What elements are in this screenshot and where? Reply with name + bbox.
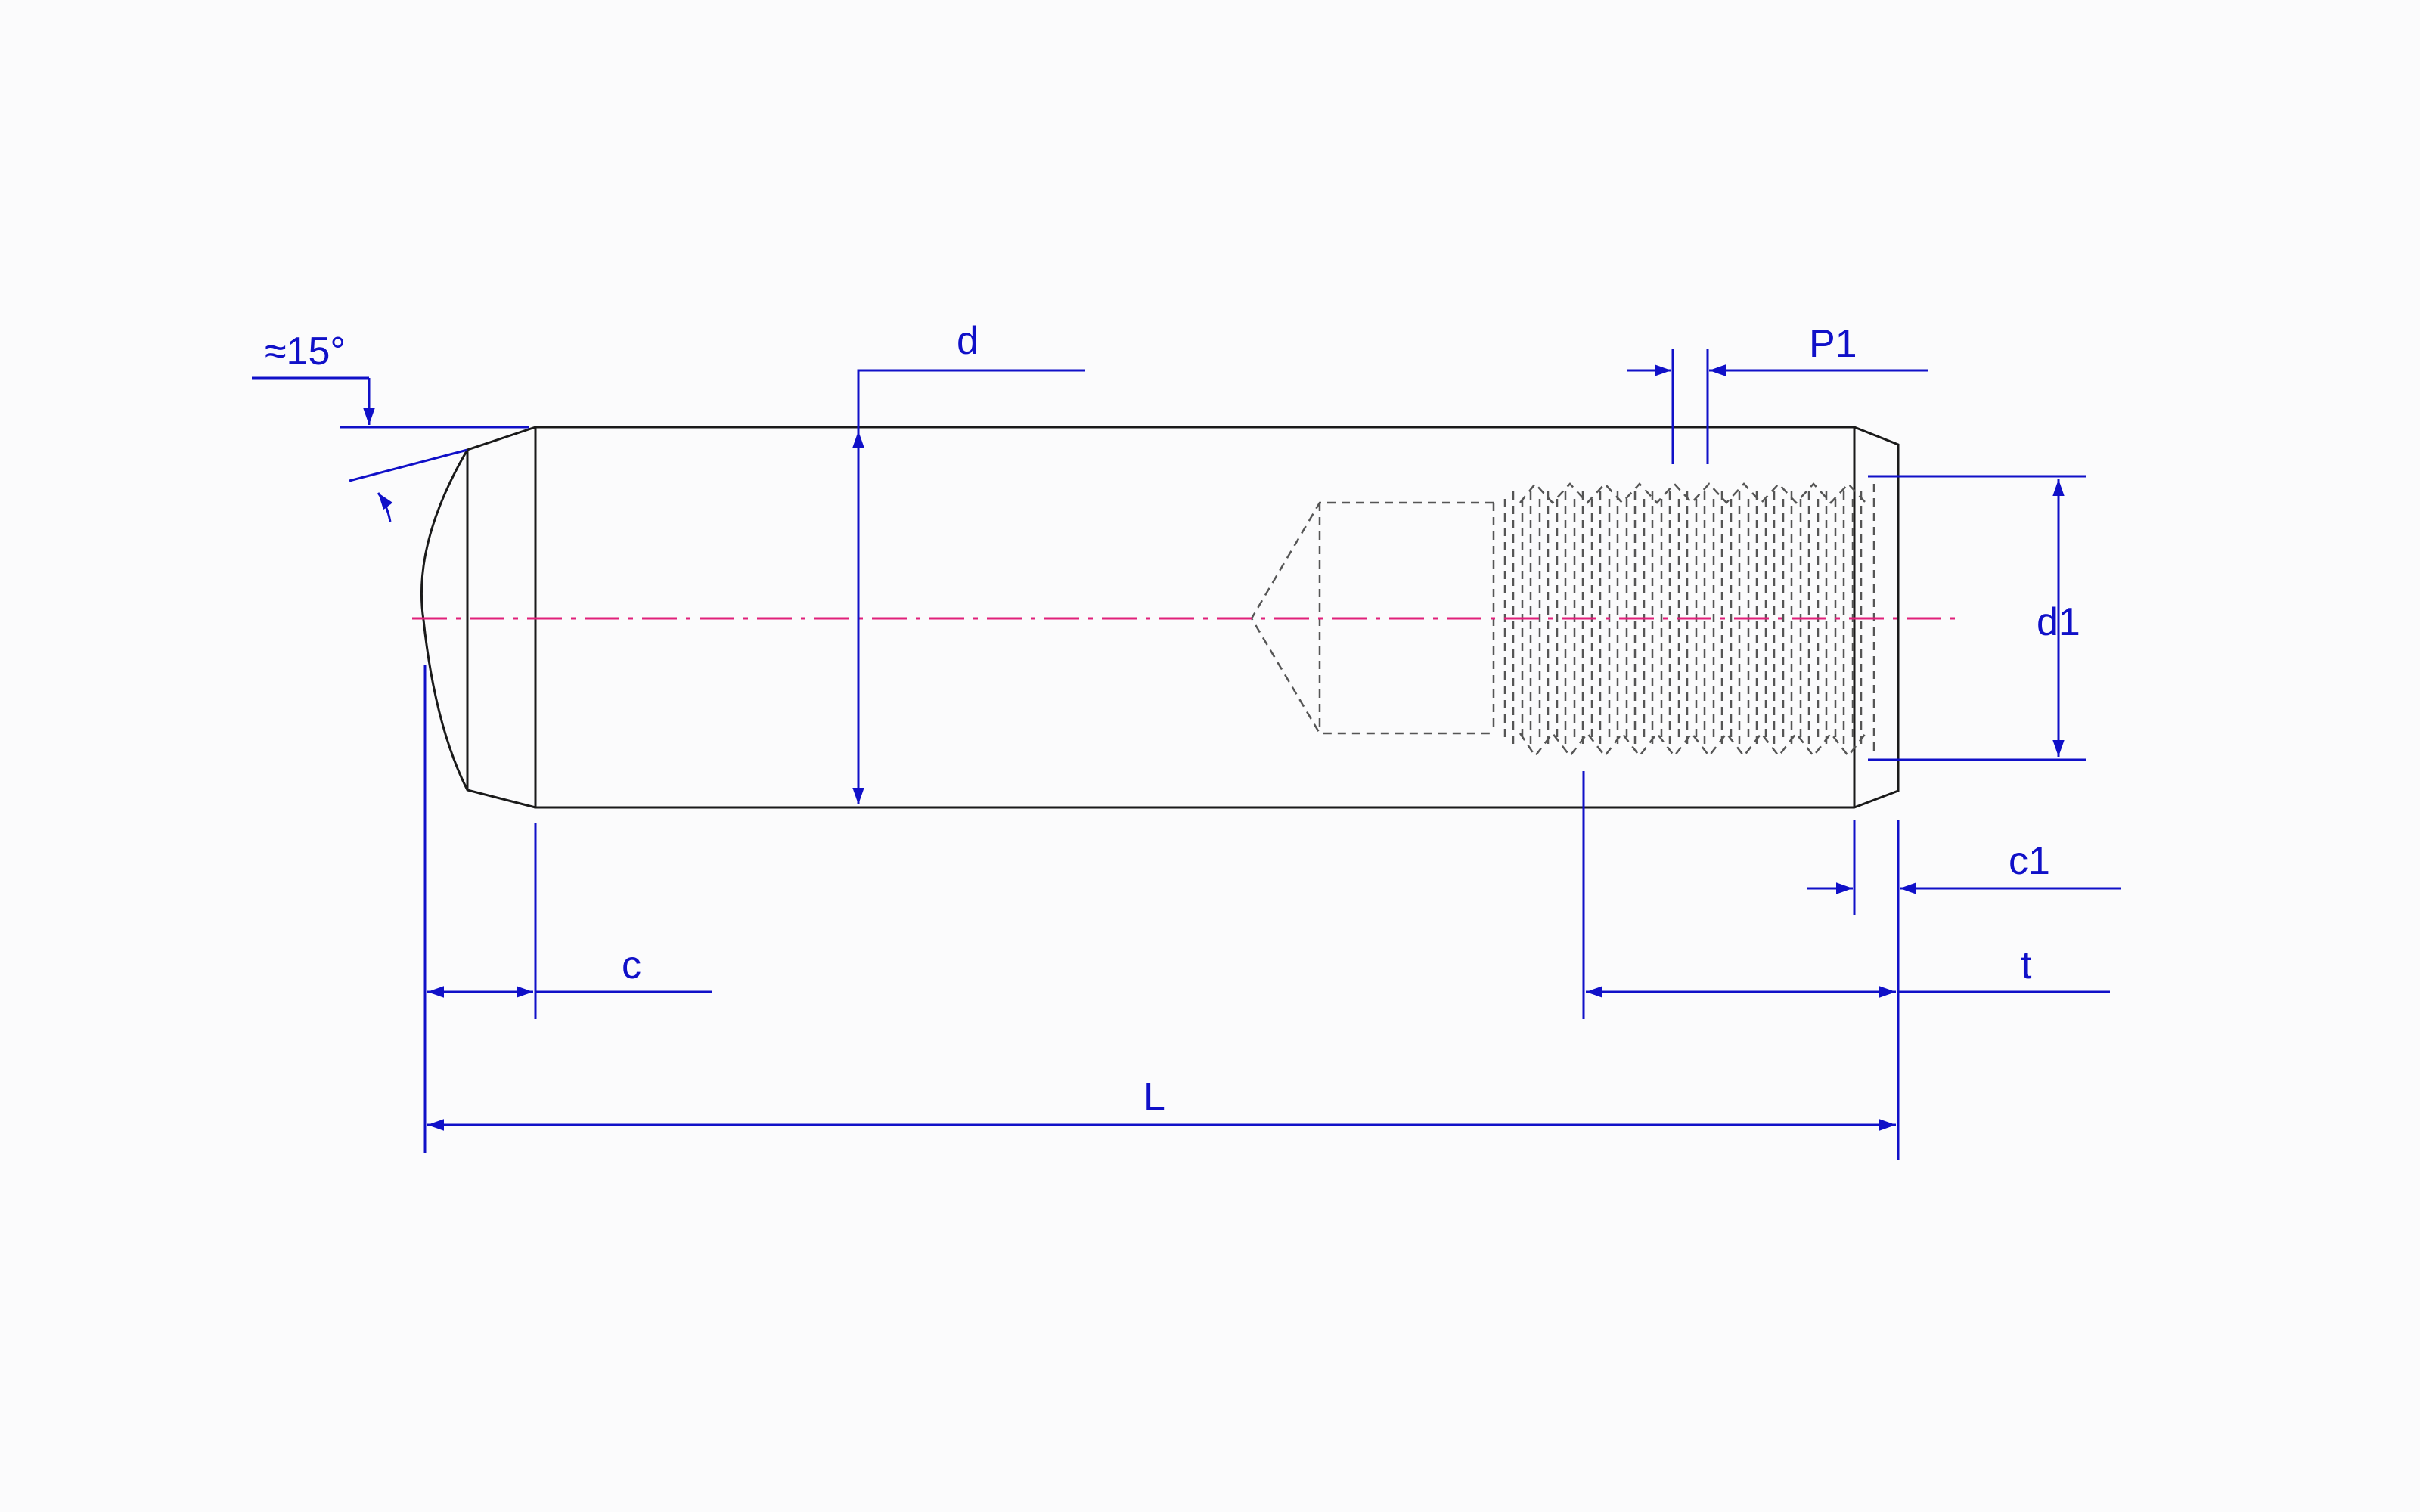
- c-label: c: [622, 943, 641, 987]
- dimension-P1: P1: [1627, 322, 1928, 464]
- dimension-t: t: [1582, 771, 2110, 1019]
- t-label: t: [2021, 943, 2032, 987]
- pin-left-end: [420, 426, 536, 809]
- chamfer-angle-label: ≈15°: [265, 330, 346, 373]
- dimension-d: d: [852, 319, 1085, 804]
- thread-crests-bottom: [1519, 731, 1866, 758]
- L-label: L: [1143, 1075, 1165, 1119]
- angle-arc: [377, 492, 393, 522]
- P1-label: P1: [1809, 322, 1857, 366]
- d1-label: d1: [2037, 600, 2080, 644]
- d-leader: [857, 369, 1085, 431]
- dimension-c: c: [424, 665, 712, 1153]
- dimension-chamfer-angle: ≈15°: [252, 330, 529, 522]
- thread-crests-top: [1519, 482, 1866, 504]
- hidden-threaded-hole: [1250, 482, 1876, 758]
- c1-label: c1: [2009, 839, 2050, 883]
- d-label: d: [957, 319, 979, 363]
- dimension-L: L: [427, 1075, 1896, 1131]
- angle-extension-chamfer: [349, 448, 468, 482]
- dimension-c1: c1: [1807, 820, 2121, 1160]
- dimension-d1: d1: [1868, 475, 2086, 761]
